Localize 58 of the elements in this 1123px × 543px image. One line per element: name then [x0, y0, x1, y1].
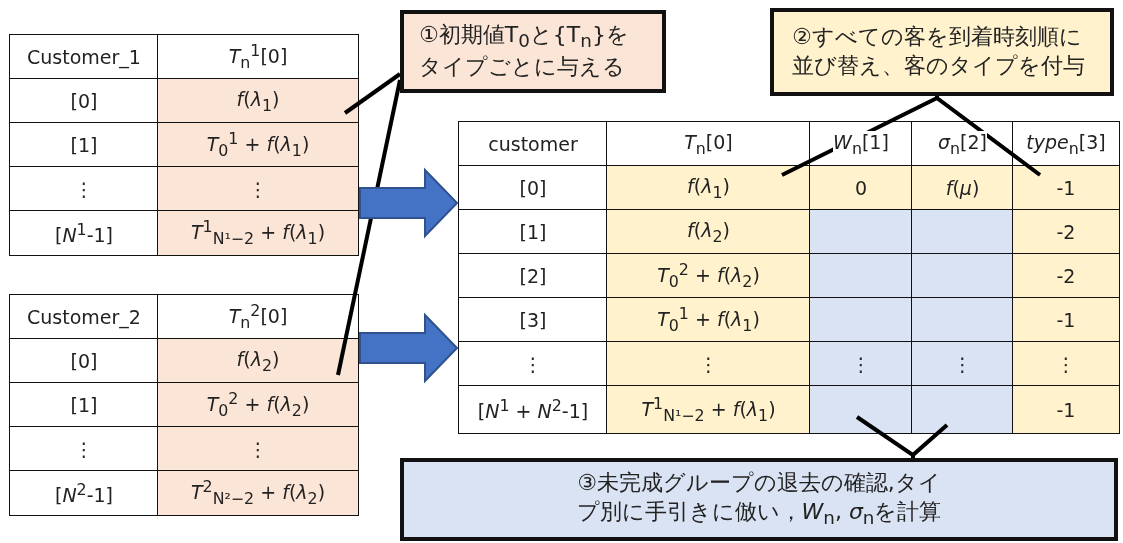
leader-line	[343, 72, 402, 115]
table-cell: ⋮	[9, 166, 159, 212]
header-cell: T$_{n}$$^{1}$[0]	[157, 34, 359, 80]
table-cell: [N$^{1}$-1]	[9, 210, 159, 256]
leader-line	[911, 423, 949, 458]
callout-box: ①初期値T$_{0}$と{T$_{n}$}をタイプごとに与える	[400, 10, 666, 93]
table-cell: ⋮	[1012, 341, 1120, 387]
table-cell: -1	[1012, 385, 1120, 434]
table-cell: f(λ$_{1}$)	[157, 78, 359, 124]
table-cell: f(λ$_{2}$)	[157, 338, 359, 384]
table-cell: ⋮	[458, 341, 608, 387]
table-cell: f(λ$_{1}$)	[606, 165, 811, 211]
table-cell: ⋮	[911, 341, 1014, 387]
table-cell: [N$^{1}$ + N$^{2}$-1]	[458, 385, 608, 434]
table-cell: -2	[1012, 253, 1120, 299]
callout-box: ②すべての客を到着時刻順に並び替え、客のタイプを付与	[770, 8, 1114, 96]
header-cell: σ$_{n}$[2]	[911, 121, 1014, 167]
table-cell: 0	[809, 165, 913, 211]
table-cell: [0]	[9, 78, 159, 124]
header-cell: T$_{n}$$^{2}$[0]	[157, 294, 359, 340]
table-cell: ⋮	[606, 341, 811, 387]
data-table	[10, 35, 358, 255]
table-cell: ⋮	[9, 426, 159, 472]
table-cell: -1	[1012, 297, 1120, 343]
table-cell: [1]	[458, 209, 608, 255]
table-cell: [0]	[458, 165, 608, 211]
table-cell: T$_{0}$$^{1}$ + f(λ$_{1}$)	[157, 122, 359, 168]
header-cell: T$_{n}$[0]	[606, 121, 811, 167]
table-cell: T$^{2}$$_{N²−2}$ + f(λ$_{2}$)	[157, 470, 359, 516]
table-cell: -2	[1012, 209, 1120, 255]
table-cell: T$^{1}$$_{N¹−2}$ + f(λ$_{1}$)	[157, 210, 359, 256]
table-cell: T$^{1}$$_{N¹−2}$ + f(λ$_{1}$)	[606, 385, 811, 434]
table-cell: ⋮	[157, 166, 359, 212]
table-cell: T$_{0}$$^{2}$ + f(λ$_{2}$)	[157, 382, 359, 428]
table-cell: [3]	[458, 297, 608, 343]
table-cell: T$_{0}$$^{1}$ + f(λ$_{1}$)	[606, 297, 811, 343]
block-arrow	[359, 312, 459, 384]
table-cell: [1]	[9, 382, 159, 428]
table-cell: -1	[1012, 165, 1120, 211]
table-cell: [1]	[9, 122, 159, 168]
leader-line	[336, 79, 402, 376]
data-table	[10, 295, 358, 515]
header-cell: customer	[458, 121, 608, 167]
table-cell: f(μ)	[911, 165, 1014, 211]
block-arrow	[359, 167, 459, 239]
callout-box: ③未完成グループの退去の確認,タイプ別に手引きに倣い，W$_{n}$, σ$_{n}$を計算	[400, 458, 1118, 541]
table-cell: ⋮	[157, 426, 359, 472]
header-cell: Customer_2	[9, 294, 159, 340]
table-cell: [N$^{2}$-1]	[9, 470, 159, 516]
header-cell: type$_{n}$[3]	[1012, 121, 1120, 167]
table-cell: [0]	[9, 338, 159, 384]
table-cell: ⋮	[809, 341, 913, 387]
table-cell: f(λ$_{2}$)	[606, 209, 811, 255]
header-cell: Customer_1	[9, 34, 159, 80]
table-cell: T$_{0}$$^{2}$ + f(λ$_{2}$)	[606, 253, 811, 299]
data-table	[459, 122, 1119, 433]
leader-line	[855, 415, 915, 458]
table-cell: [2]	[458, 253, 608, 299]
